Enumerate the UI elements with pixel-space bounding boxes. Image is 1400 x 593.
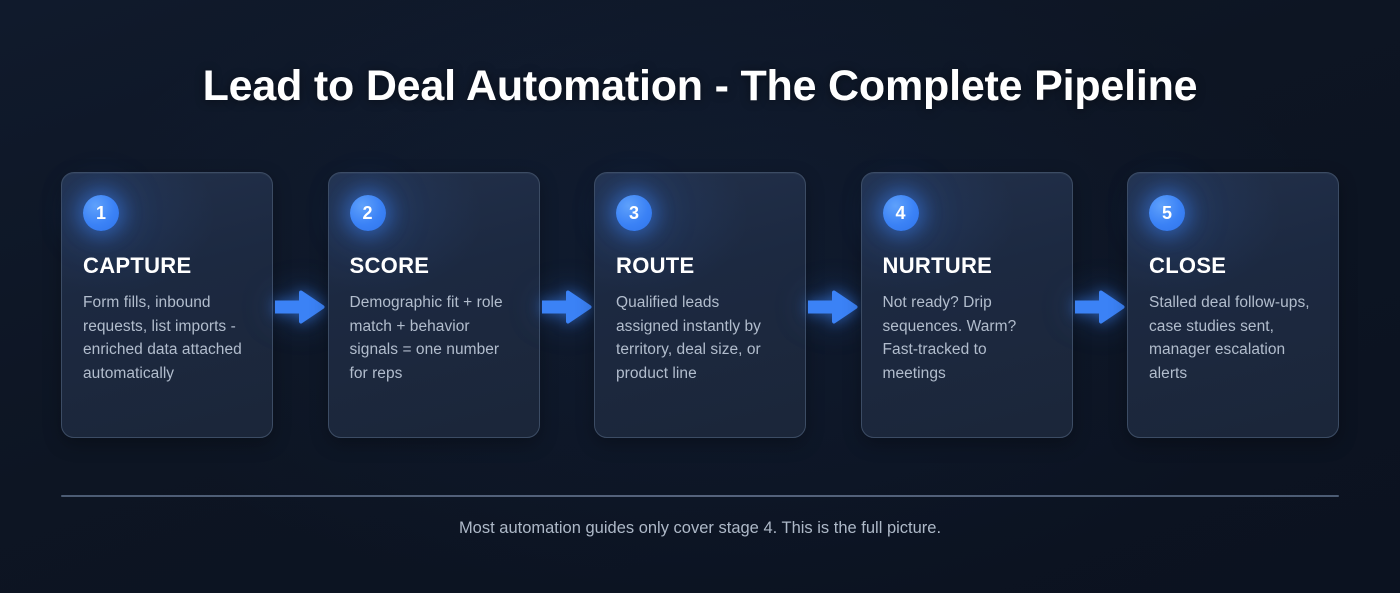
arrow-right-icon <box>273 172 328 438</box>
footer-note: Most automation guides only cover stage … <box>458 519 942 537</box>
stage-description: Demographic fit + role match + behavior … <box>349 294 503 382</box>
arrow-right-icon <box>806 172 861 438</box>
stage-number-badge: 3 <box>616 195 652 231</box>
stage-number-badge: 2 <box>349 195 386 231</box>
stage-title: ROUTE <box>616 253 695 278</box>
stage-description: Qualified leads assigned instantly by te… <box>616 294 761 382</box>
pipeline-stages: 1 CAPTURE Form fills, inbound requests, … <box>61 172 1339 438</box>
page-title: Lead to Deal Automation - The Complete P… <box>202 62 1198 110</box>
stage-number-badge: 1 <box>83 195 119 231</box>
stage-number-badge: 5 <box>1149 195 1185 231</box>
stage-number-badge: 4 <box>882 195 919 231</box>
stage-title: CLOSE <box>1149 253 1227 278</box>
stage-title: SCORE <box>349 253 430 278</box>
stage-description: Not ready? Drip sequences. Warm? Fast-tr… <box>882 294 1017 382</box>
stage-description: Stalled deal follow-ups, case studies se… <box>1149 294 1310 382</box>
stage-title: CAPTURE <box>83 253 192 278</box>
arrow-right-icon <box>540 172 595 438</box>
footer-divider <box>61 495 1339 497</box>
stage-card-nurture: 4 NURTURE Not ready? Drip sequences. War… <box>860 172 1073 438</box>
stage-title: NURTURE <box>882 253 993 278</box>
stage-description: Form fills, inbound requests, list impor… <box>83 294 242 382</box>
stage-card-route: 3 ROUTE Qualified leads assigned instant… <box>594 172 806 438</box>
stage-card-close: 5 CLOSE Stalled deal follow-ups, case st… <box>1127 172 1339 438</box>
stage-card-score: 2 SCORE Demographic fit + role match + b… <box>327 172 540 438</box>
stage-card-capture: 1 CAPTURE Form fills, inbound requests, … <box>61 172 273 438</box>
arrow-right-icon <box>1073 172 1128 438</box>
